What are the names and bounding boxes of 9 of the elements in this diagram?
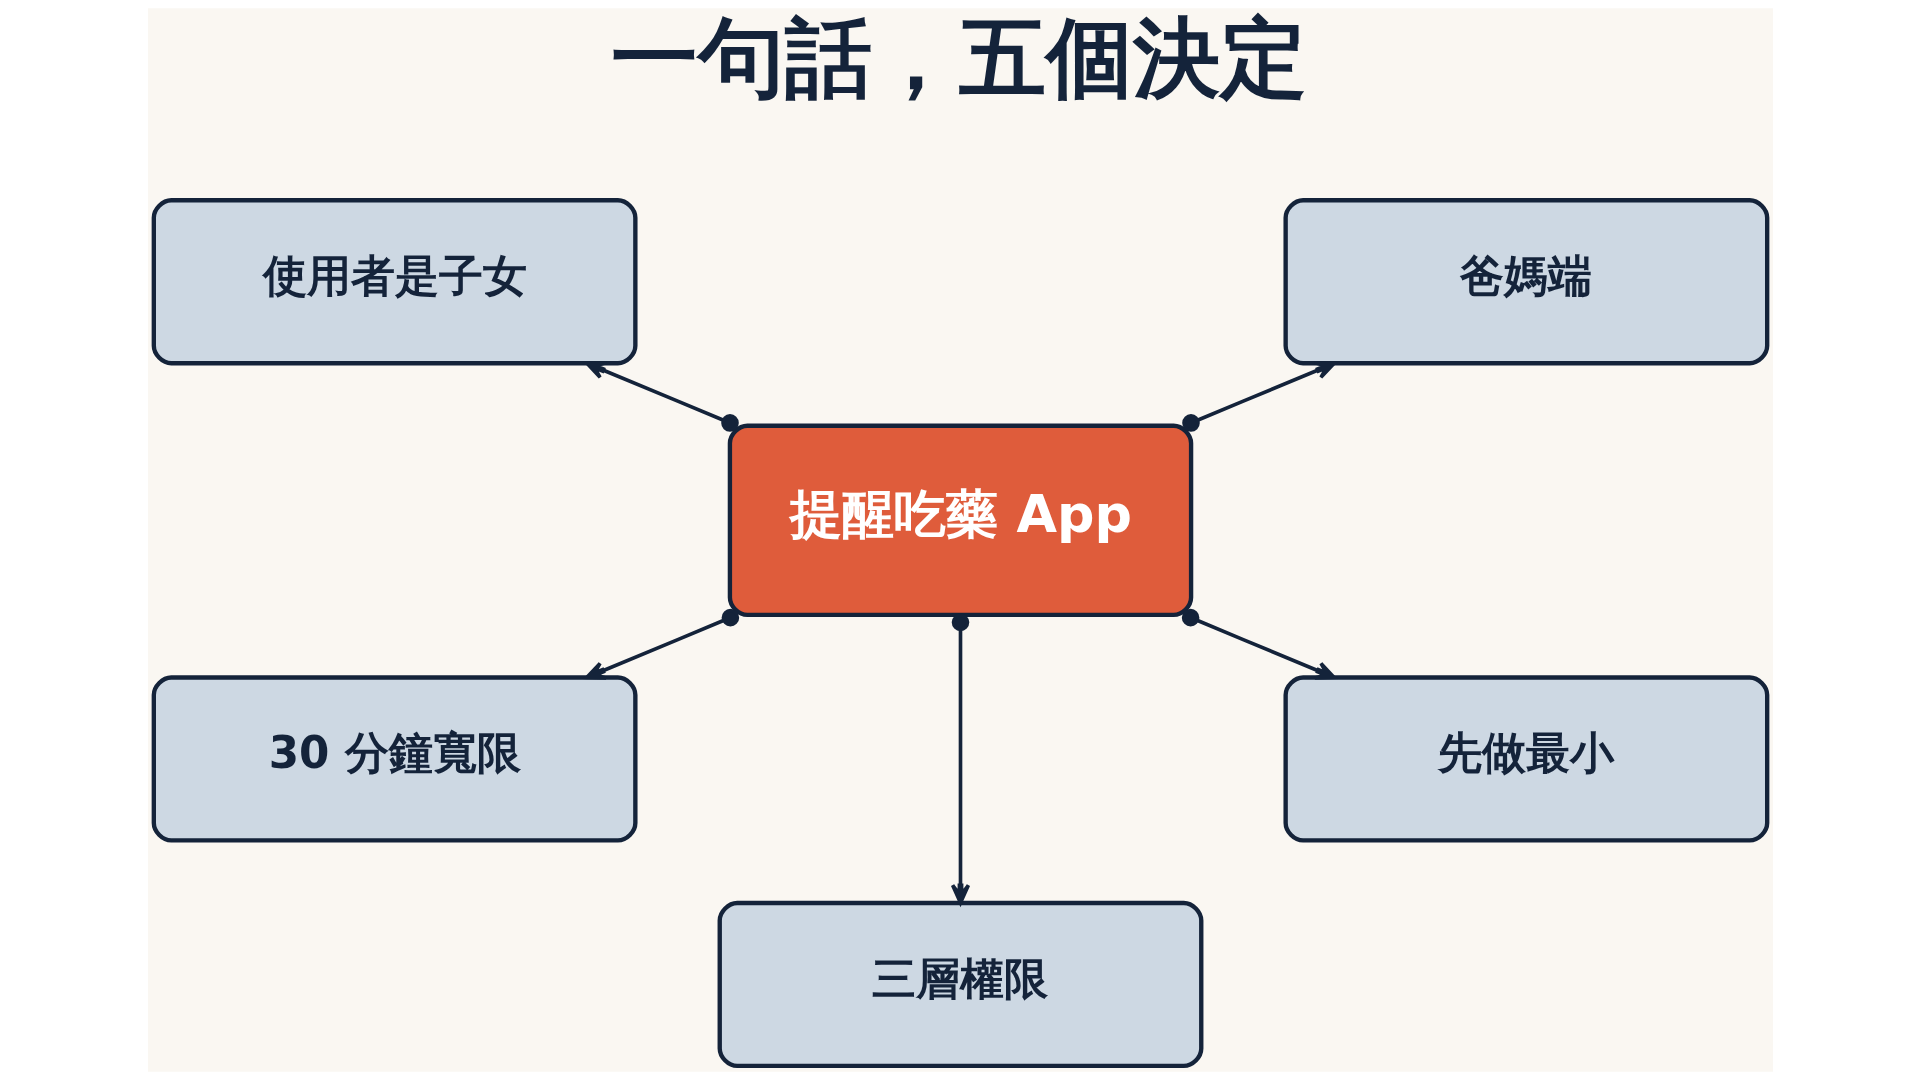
node-box: 使用者是子女	[151, 198, 638, 366]
node-box: 先做最小	[1282, 675, 1769, 843]
node-box: 30 分鐘寬限	[151, 675, 638, 843]
arrow	[584, 608, 739, 680]
diagram-title: 一句話，五個決定	[610, 7, 1307, 110]
arrow	[1181, 608, 1336, 680]
node-box: 提醒吃藥 App	[727, 423, 1193, 618]
node-box: 三層權限	[717, 900, 1203, 1069]
node-box: 爸媽端	[1282, 198, 1769, 366]
